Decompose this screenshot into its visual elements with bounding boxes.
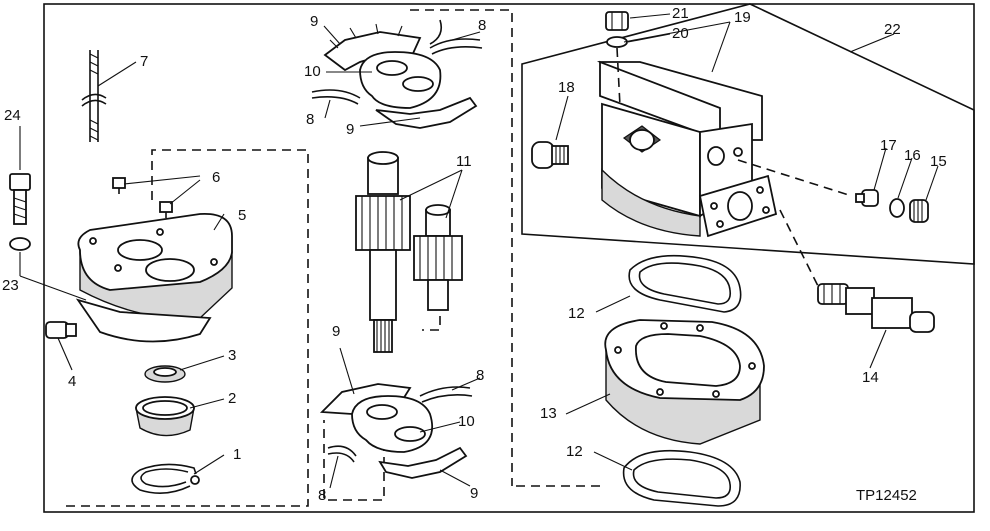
callout-1: 1 <box>233 446 241 463</box>
seal-3 <box>144 365 186 383</box>
screw-6a <box>112 177 126 194</box>
gear-group <box>311 9 513 501</box>
callout-13: 13 <box>540 405 557 422</box>
plug-4 <box>45 321 77 339</box>
callout-22: 22 <box>884 21 901 38</box>
callout-9-d: 9 <box>470 485 478 502</box>
bushing-2 <box>135 396 195 437</box>
callout-4: 4 <box>68 373 76 390</box>
stud-7 <box>81 50 107 142</box>
plug-18 <box>531 141 569 169</box>
callout-11: 11 <box>456 153 472 170</box>
callout-14: 14 <box>862 369 879 386</box>
callout-17: 17 <box>880 137 897 154</box>
pump-body-group <box>516 3 975 507</box>
callout-10-b: 10 <box>458 413 475 430</box>
callout-24: 24 <box>4 107 21 124</box>
washer-23 <box>9 237 31 251</box>
pump-body-19 <box>596 60 778 238</box>
callout-5: 5 <box>238 207 246 224</box>
callout-labels: 1 2 3 4 5 6 7 8 8 8 8 9 9 9 9 10 10 11 1… <box>2 5 947 504</box>
callout-15: 15 <box>930 153 947 170</box>
callout-19: 19 <box>734 9 751 26</box>
gear-housing-13 <box>604 319 765 445</box>
washer-20 <box>606 36 628 48</box>
callout-8-d: 8 <box>318 487 326 504</box>
callout-12-a: 12 <box>568 305 585 322</box>
screw-6b <box>159 201 173 218</box>
gasket-12-lower <box>622 449 741 507</box>
callout-6: 6 <box>212 169 220 186</box>
callout-23: 23 <box>2 277 19 294</box>
relief-valve-14 <box>817 283 935 333</box>
seal-strip-8-lower-right <box>419 386 473 403</box>
callout-3: 3 <box>228 347 236 364</box>
oring-16 <box>889 198 905 218</box>
cap-screw-24 <box>9 173 31 225</box>
end-cover-group <box>9 50 309 507</box>
callout-8-b: 8 <box>306 111 314 128</box>
seal-strip-8-upper-right <box>429 19 483 55</box>
callout-8-c: 8 <box>476 367 484 384</box>
assembly-outline-22 <box>521 3 975 265</box>
callout-10-a: 10 <box>304 63 321 80</box>
callout-20: 20 <box>672 25 689 42</box>
plug-15 <box>909 199 929 223</box>
bearing-block-10-lower <box>351 395 434 453</box>
gasket-12-upper <box>628 254 742 313</box>
bearing-block-10-upper <box>359 51 442 109</box>
nut-21 <box>605 11 629 31</box>
driven-gear-11 <box>413 204 463 311</box>
leader-lines <box>19 13 939 489</box>
seal-strip-8-upper-left <box>311 89 361 105</box>
end-cover-5 <box>75 213 233 343</box>
callout-16: 16 <box>904 147 921 164</box>
callout-12-b: 12 <box>566 443 583 460</box>
callout-9-b: 9 <box>346 121 354 138</box>
callout-9-c: 9 <box>332 323 340 340</box>
callout-21: 21 <box>672 5 689 22</box>
callout-7: 7 <box>140 53 148 70</box>
seal-strip-8-lower-left <box>327 445 357 463</box>
drive-gear-11 <box>355 151 411 353</box>
callout-8-a: 8 <box>478 17 486 34</box>
callout-9-a: 9 <box>310 13 318 30</box>
snap-ring-1 <box>131 463 200 494</box>
callout-2: 2 <box>228 390 236 407</box>
valve-17 <box>855 189 879 207</box>
figure-code: TP12452 <box>856 487 917 504</box>
callout-18: 18 <box>558 79 575 96</box>
wear-plate-9-lower-bottom <box>378 446 468 479</box>
